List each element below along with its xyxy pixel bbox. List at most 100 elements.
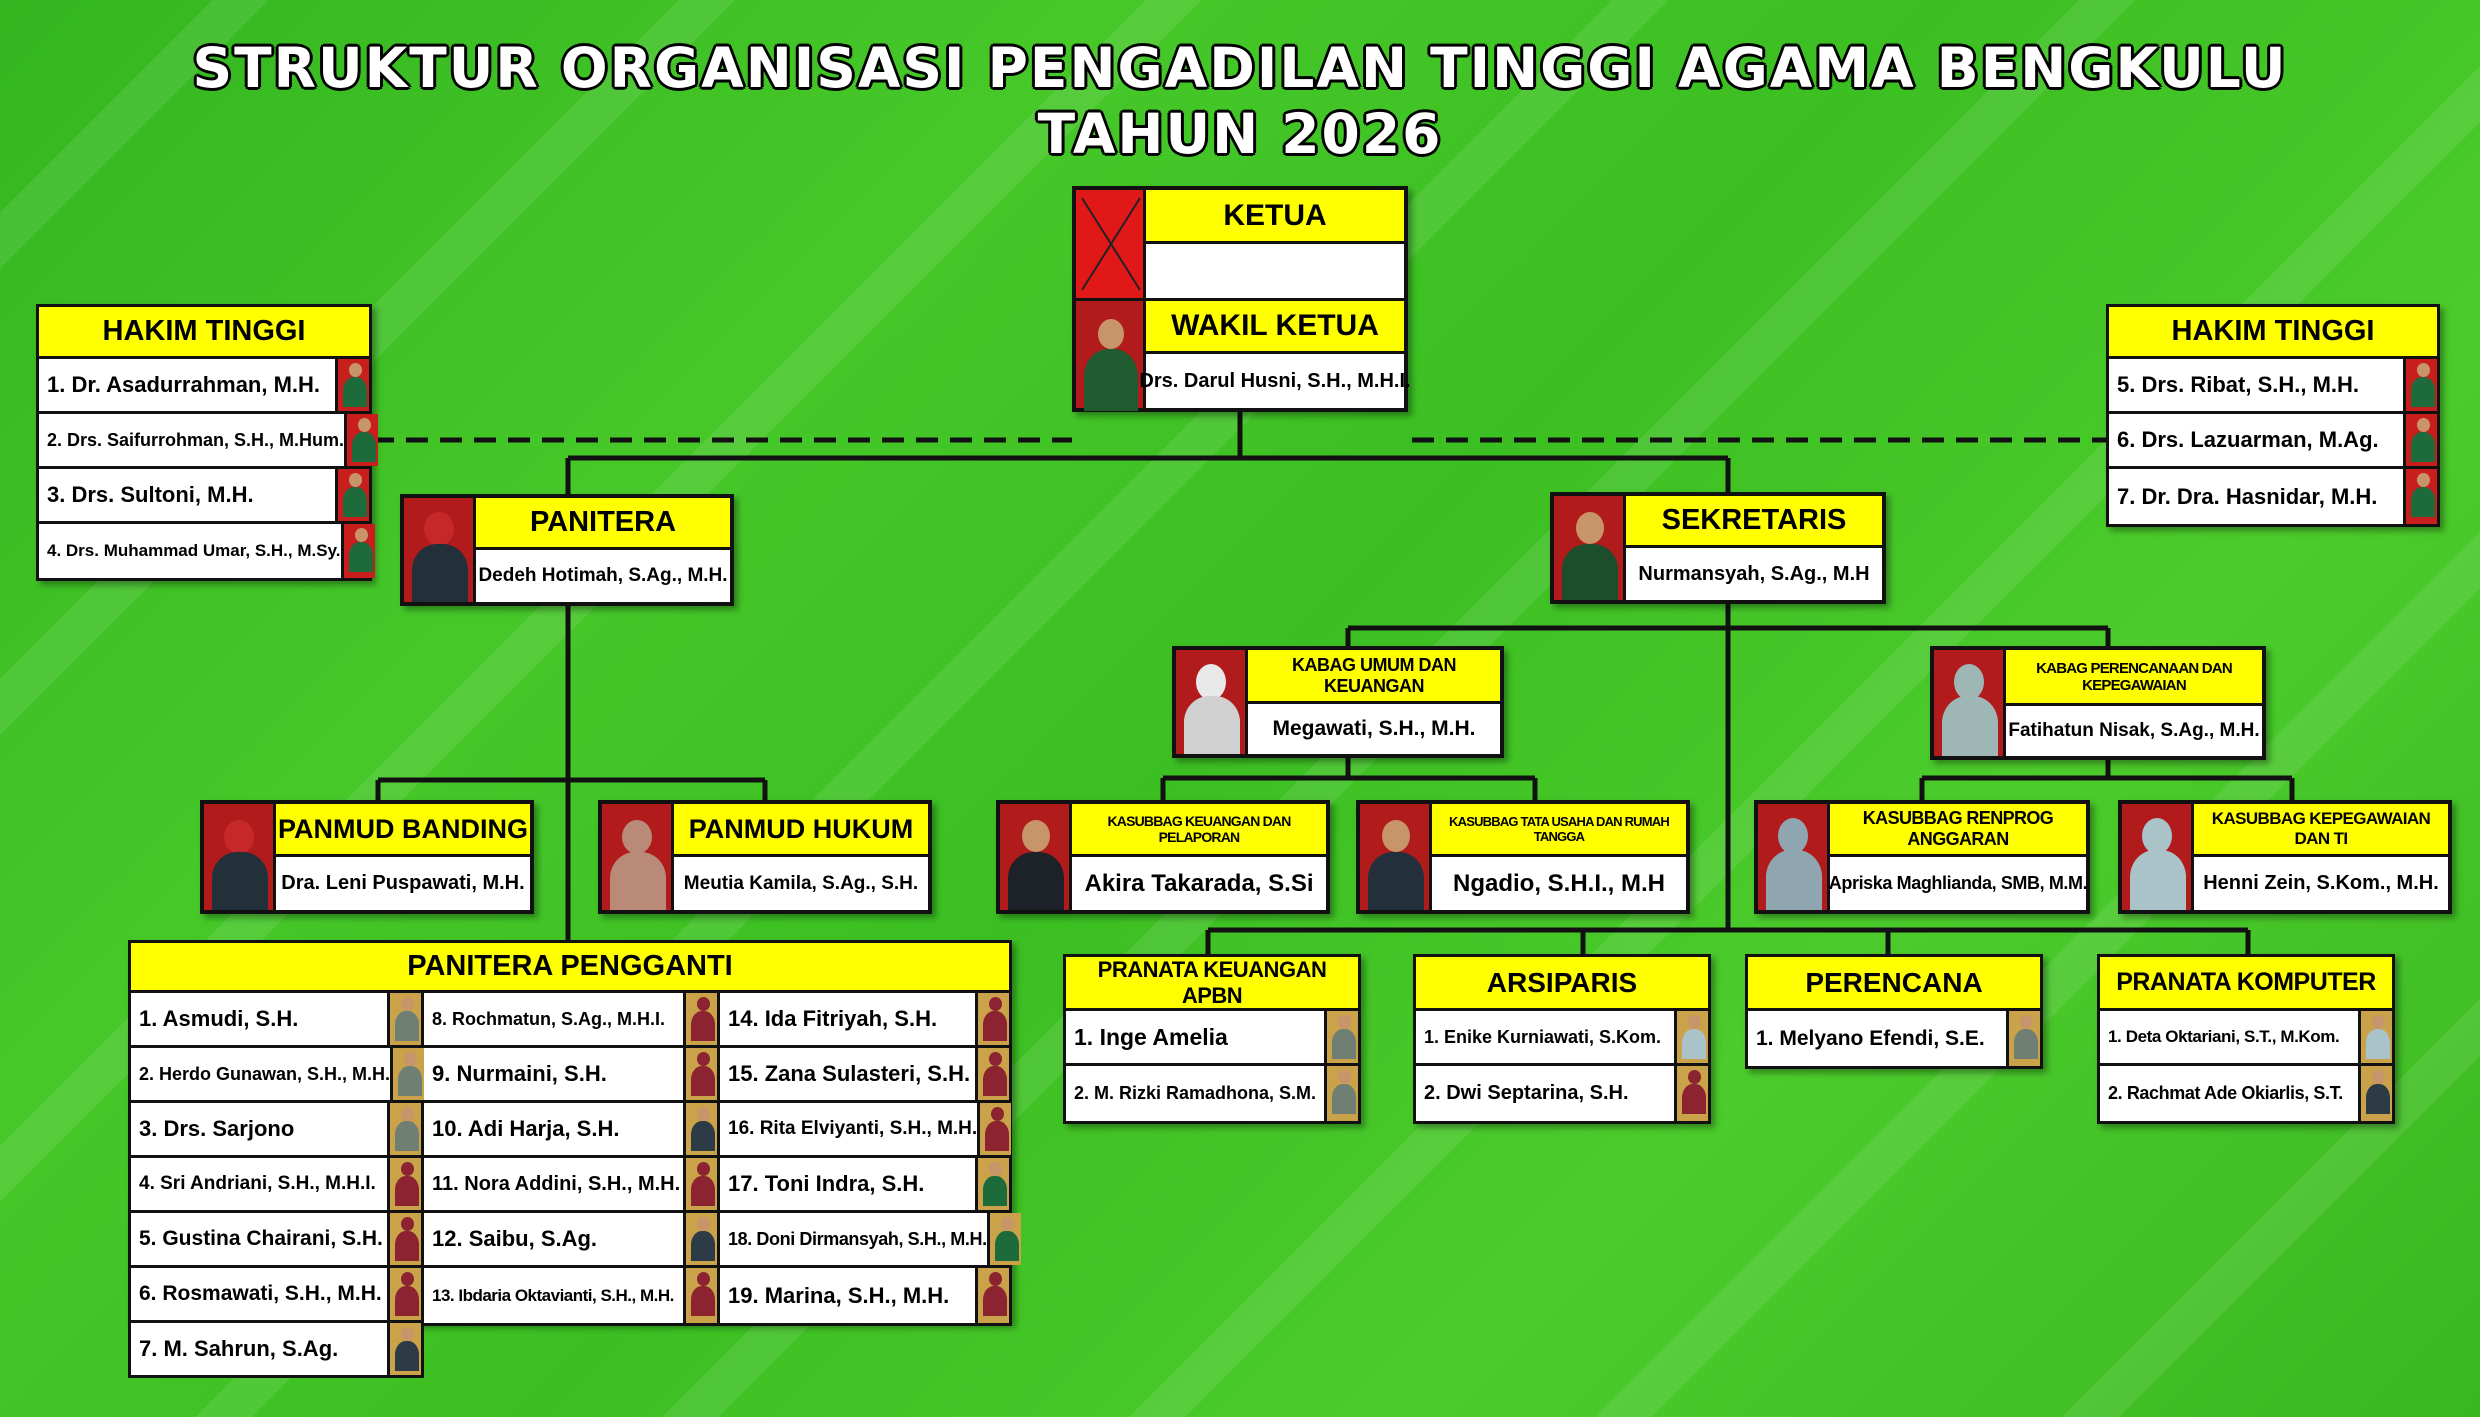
member-photo (975, 1048, 1009, 1100)
member-photo (1324, 1011, 1358, 1063)
perencana-title: PERENCANA (1748, 957, 2040, 1011)
list-item: 10. Adi Harja, S.H. (424, 1103, 717, 1158)
kasubbag-tata-usaha-photo (1360, 804, 1432, 910)
panmud-banding-name: Dra. Leni Puspawati, M.H. (276, 857, 530, 910)
kasubbag-keuangan-name: Akira Takarada, S.Si (1072, 857, 1326, 910)
member-photo (344, 414, 379, 466)
panitera-pengganti-col2: 8. Rochmatun, S.Ag., M.H.I. 9. Nurmaini,… (424, 993, 720, 1326)
ketua-photo-placeholder (1076, 190, 1146, 298)
member-photo (975, 993, 1009, 1045)
list-item: 4. Drs. Muhammad Umar, S.H., M.Sy. (39, 524, 375, 578)
sekretaris-name: Nurmansyah, S.Ag., M.H (1626, 548, 1882, 600)
member-name: 11. Nora Addini, S.H., M.H. (432, 1172, 681, 1195)
member-photo (977, 1103, 1012, 1155)
member-name: 9. Nurmaini, S.H. (432, 1061, 607, 1086)
hakim-tinggi-left-title: HAKIM TINGGI (39, 307, 369, 359)
list-item: 1. Dr. Asadurrahman, M.H. (39, 359, 369, 414)
list-item: 5. Drs. Ribat, S.H., M.H. (2109, 359, 2437, 414)
panitera-card: PANITERA Dedeh Hotimah, S.Ag., M.H. (400, 494, 734, 606)
member-name: 1. Inge Amelia (1074, 1023, 1228, 1050)
member-photo (683, 1213, 717, 1265)
panitera-pengganti-col3: 14. Ida Fitriyah, S.H. 15. Zana Sulaster… (720, 993, 1021, 1326)
list-item: 1. Asmudi, S.H. (131, 993, 421, 1048)
member-photo (2403, 359, 2437, 411)
hakim-tinggi-right-list: HAKIM TINGGI 5. Drs. Ribat, S.H., M.H. 6… (2106, 304, 2440, 527)
member-photo (2358, 1066, 2392, 1121)
list-item: 17. Toni Indra, S.H. (720, 1158, 1009, 1213)
member-photo (975, 1158, 1009, 1210)
panmud-banding-card: PANMUD BANDING Dra. Leni Puspawati, M.H. (200, 800, 534, 914)
member-name: 16. Rita Elviyanti, S.H., M.H. (728, 1118, 978, 1139)
panmud-banding-title: PANMUD BANDING (276, 804, 530, 857)
list-item: 1. Inge Amelia (1066, 1011, 1358, 1066)
member-photo (390, 1048, 425, 1100)
list-item: 19. Marina, S.H., M.H. (720, 1268, 1009, 1323)
member-name: 8. Rochmatun, S.Ag., M.H.I. (432, 1008, 666, 1029)
member-name: 1. Enike Kurniawati, S.Kom. (1424, 1026, 1662, 1047)
kasubbag-keuangan-title: KASUBBAG KEUANGAN DAN PELAPORAN (1072, 804, 1326, 857)
list-item: 14. Ida Fitriyah, S.H. (720, 993, 1009, 1048)
hakim-name: 7. Dr. Dra. Hasnidar, M.H. (2117, 483, 2378, 509)
kabag-umum-card: KABAG UMUM DAN KEUANGAN Megawati, S.H., … (1172, 646, 1504, 758)
list-item: 3. Drs. Sarjono (131, 1103, 421, 1158)
kasubbag-renprog-name: Apriska Maghlianda, SMB, M.M. (1829, 857, 2088, 910)
member-name: 7. M. Sahrun, S.Ag. (139, 1336, 339, 1361)
member-photo (335, 469, 369, 521)
kasubbag-renprog-photo (1758, 804, 1830, 910)
hakim-name: 3. Drs. Sultoni, M.H. (47, 482, 254, 507)
ketua-wakil-ketua-card: KETUA WAKIL KETUA Drs. Darul Husni, S.H.… (1072, 186, 1411, 412)
panmud-hukum-photo (602, 804, 674, 910)
pranata-komputer-title: PRANATA KOMPUTER (2100, 957, 2392, 1011)
panmud-hukum-title: PANMUD HUKUM (674, 804, 928, 857)
member-name: 14. Ida Fitriyah, S.H. (728, 1006, 938, 1031)
panmud-hukum-card: PANMUD HUKUM Meutia Kamila, S.Ag., S.H. (598, 800, 932, 914)
kabag-perencanaan-card: KABAG PERENCANAAN DAN KEPEGAWAIAN Fatiha… (1930, 646, 2266, 760)
sekretaris-photo (1554, 496, 1626, 600)
member-name: 4. Sri Andriani, S.H., M.H.I. (139, 1173, 376, 1194)
hakim-tinggi-left-list: HAKIM TINGGI 1. Dr. Asadurrahman, M.H. 2… (36, 304, 379, 581)
hakim-name: 2. Drs. Saifurrohman, S.H., M.Hum. (47, 429, 345, 450)
list-item: 1. Melyano Efendi, S.E. (1748, 1011, 2040, 1066)
wakil-ketua-title: WAKIL KETUA (1146, 298, 1404, 354)
panitera-title: PANITERA (476, 498, 730, 550)
kasubbag-tata-usaha-title: KASUBBAG TATA USAHA DAN RUMAH TANGGA (1432, 804, 1686, 857)
list-item: 4. Sri Andriani, S.H., M.H.I. (131, 1158, 421, 1213)
member-name: 3. Drs. Sarjono (139, 1116, 295, 1141)
wakil-ketua-name: Drs. Darul Husni, S.H., M.H.I. (1139, 354, 1411, 408)
list-item: 18. Doni Dirmansyah, S.H., M.H. (720, 1213, 1021, 1268)
list-item: 16. Rita Elviyanti, S.H., M.H. (720, 1103, 1012, 1158)
member-photo (2403, 469, 2437, 524)
list-item: 2. Herdo Gunawan, S.H., M.H. (131, 1048, 425, 1103)
list-item: 5. Gustina Chairani, S.H. (131, 1213, 421, 1268)
list-item: 13. Ibdaria Oktavianti, S.H., M.H. (424, 1268, 717, 1323)
panitera-pengganti-title: PANITERA PENGGANTI (131, 943, 1009, 993)
chart-title-line2: TAHUN 2026 (1037, 102, 1443, 166)
list-item: 8. Rochmatun, S.Ag., M.H.I. (424, 993, 717, 1048)
sekretaris-card: SEKRETARIS Nurmansyah, S.Ag., M.H (1550, 492, 1886, 604)
member-name: 2. Rachmat Ade Okiarlis, S.T. (2108, 1083, 2343, 1103)
list-item: 7. Dr. Dra. Hasnidar, M.H. (2109, 469, 2437, 524)
list-item: 6. Drs. Lazuarman, M.Ag. (2109, 414, 2437, 469)
kabag-perencanaan-photo (1934, 650, 2006, 756)
member-name: 18. Doni Dirmansyah, S.H., M.H. (728, 1228, 987, 1249)
panitera-pengganti-col1: 1. Asmudi, S.H. 2. Herdo Gunawan, S.H., … (128, 993, 425, 1378)
list-item: 1. Enike Kurniawati, S.Kom. (1416, 1011, 1708, 1066)
member-photo (387, 1158, 421, 1210)
list-item: 2. M. Rizki Ramadhona, S.M. (1066, 1066, 1358, 1121)
list-item: 12. Saibu, S.Ag. (424, 1213, 717, 1268)
hakim-name: 6. Drs. Lazuarman, M.Ag. (2117, 427, 2379, 452)
member-photo (387, 1268, 421, 1320)
kasubbag-tata-usaha-name: Ngadio, S.H.I., M.H (1432, 857, 1686, 910)
list-item: 2. Dwi Septarina, S.H. (1416, 1066, 1708, 1121)
kabag-umum-title: KABAG UMUM DAN KEUANGAN (1248, 650, 1500, 704)
hakim-name: 5. Drs. Ribat, S.H., M.H. (2117, 372, 2360, 397)
member-photo (986, 1213, 1021, 1265)
member-name: 1. Asmudi, S.H. (139, 1006, 299, 1031)
member-photo (387, 1103, 421, 1155)
member-name: 17. Toni Indra, S.H. (728, 1171, 925, 1196)
kasubbag-keuangan-photo (1000, 804, 1072, 910)
kabag-umum-name: Megawati, S.H., M.H. (1248, 704, 1500, 754)
panmud-hukum-name: Meutia Kamila, S.Ag., S.H. (674, 857, 928, 910)
member-name: 2. M. Rizki Ramadhona, S.M. (1074, 1083, 1317, 1103)
